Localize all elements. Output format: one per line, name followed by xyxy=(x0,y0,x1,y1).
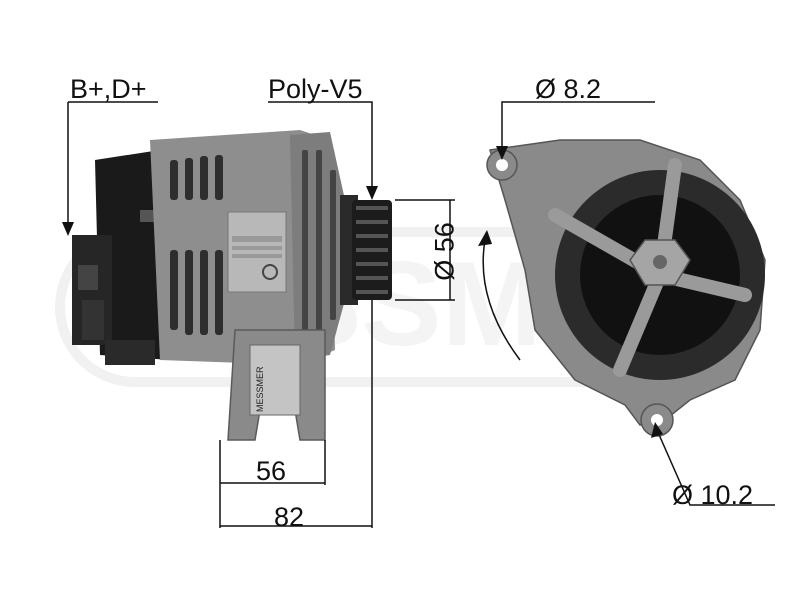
alternator-front-view xyxy=(486,139,766,437)
hole-bottom-diameter-label: Ø 10.2 xyxy=(672,480,754,510)
alternator-side-view: MESSMER xyxy=(72,130,392,441)
nameplate-brand: MESSMER xyxy=(255,366,265,412)
terminals-label: B+,D+ xyxy=(70,74,147,104)
belt-label: Poly-V5 xyxy=(268,74,363,104)
dimension-lines xyxy=(67,101,775,528)
arrowheads xyxy=(62,146,663,438)
dimension-56-label: 56 xyxy=(256,456,287,486)
pulley-diameter-label: Ø 56 xyxy=(429,222,460,281)
hole-top-diameter-label: Ø 8.2 xyxy=(535,74,602,104)
dimension-82-label: 82 xyxy=(274,502,305,532)
